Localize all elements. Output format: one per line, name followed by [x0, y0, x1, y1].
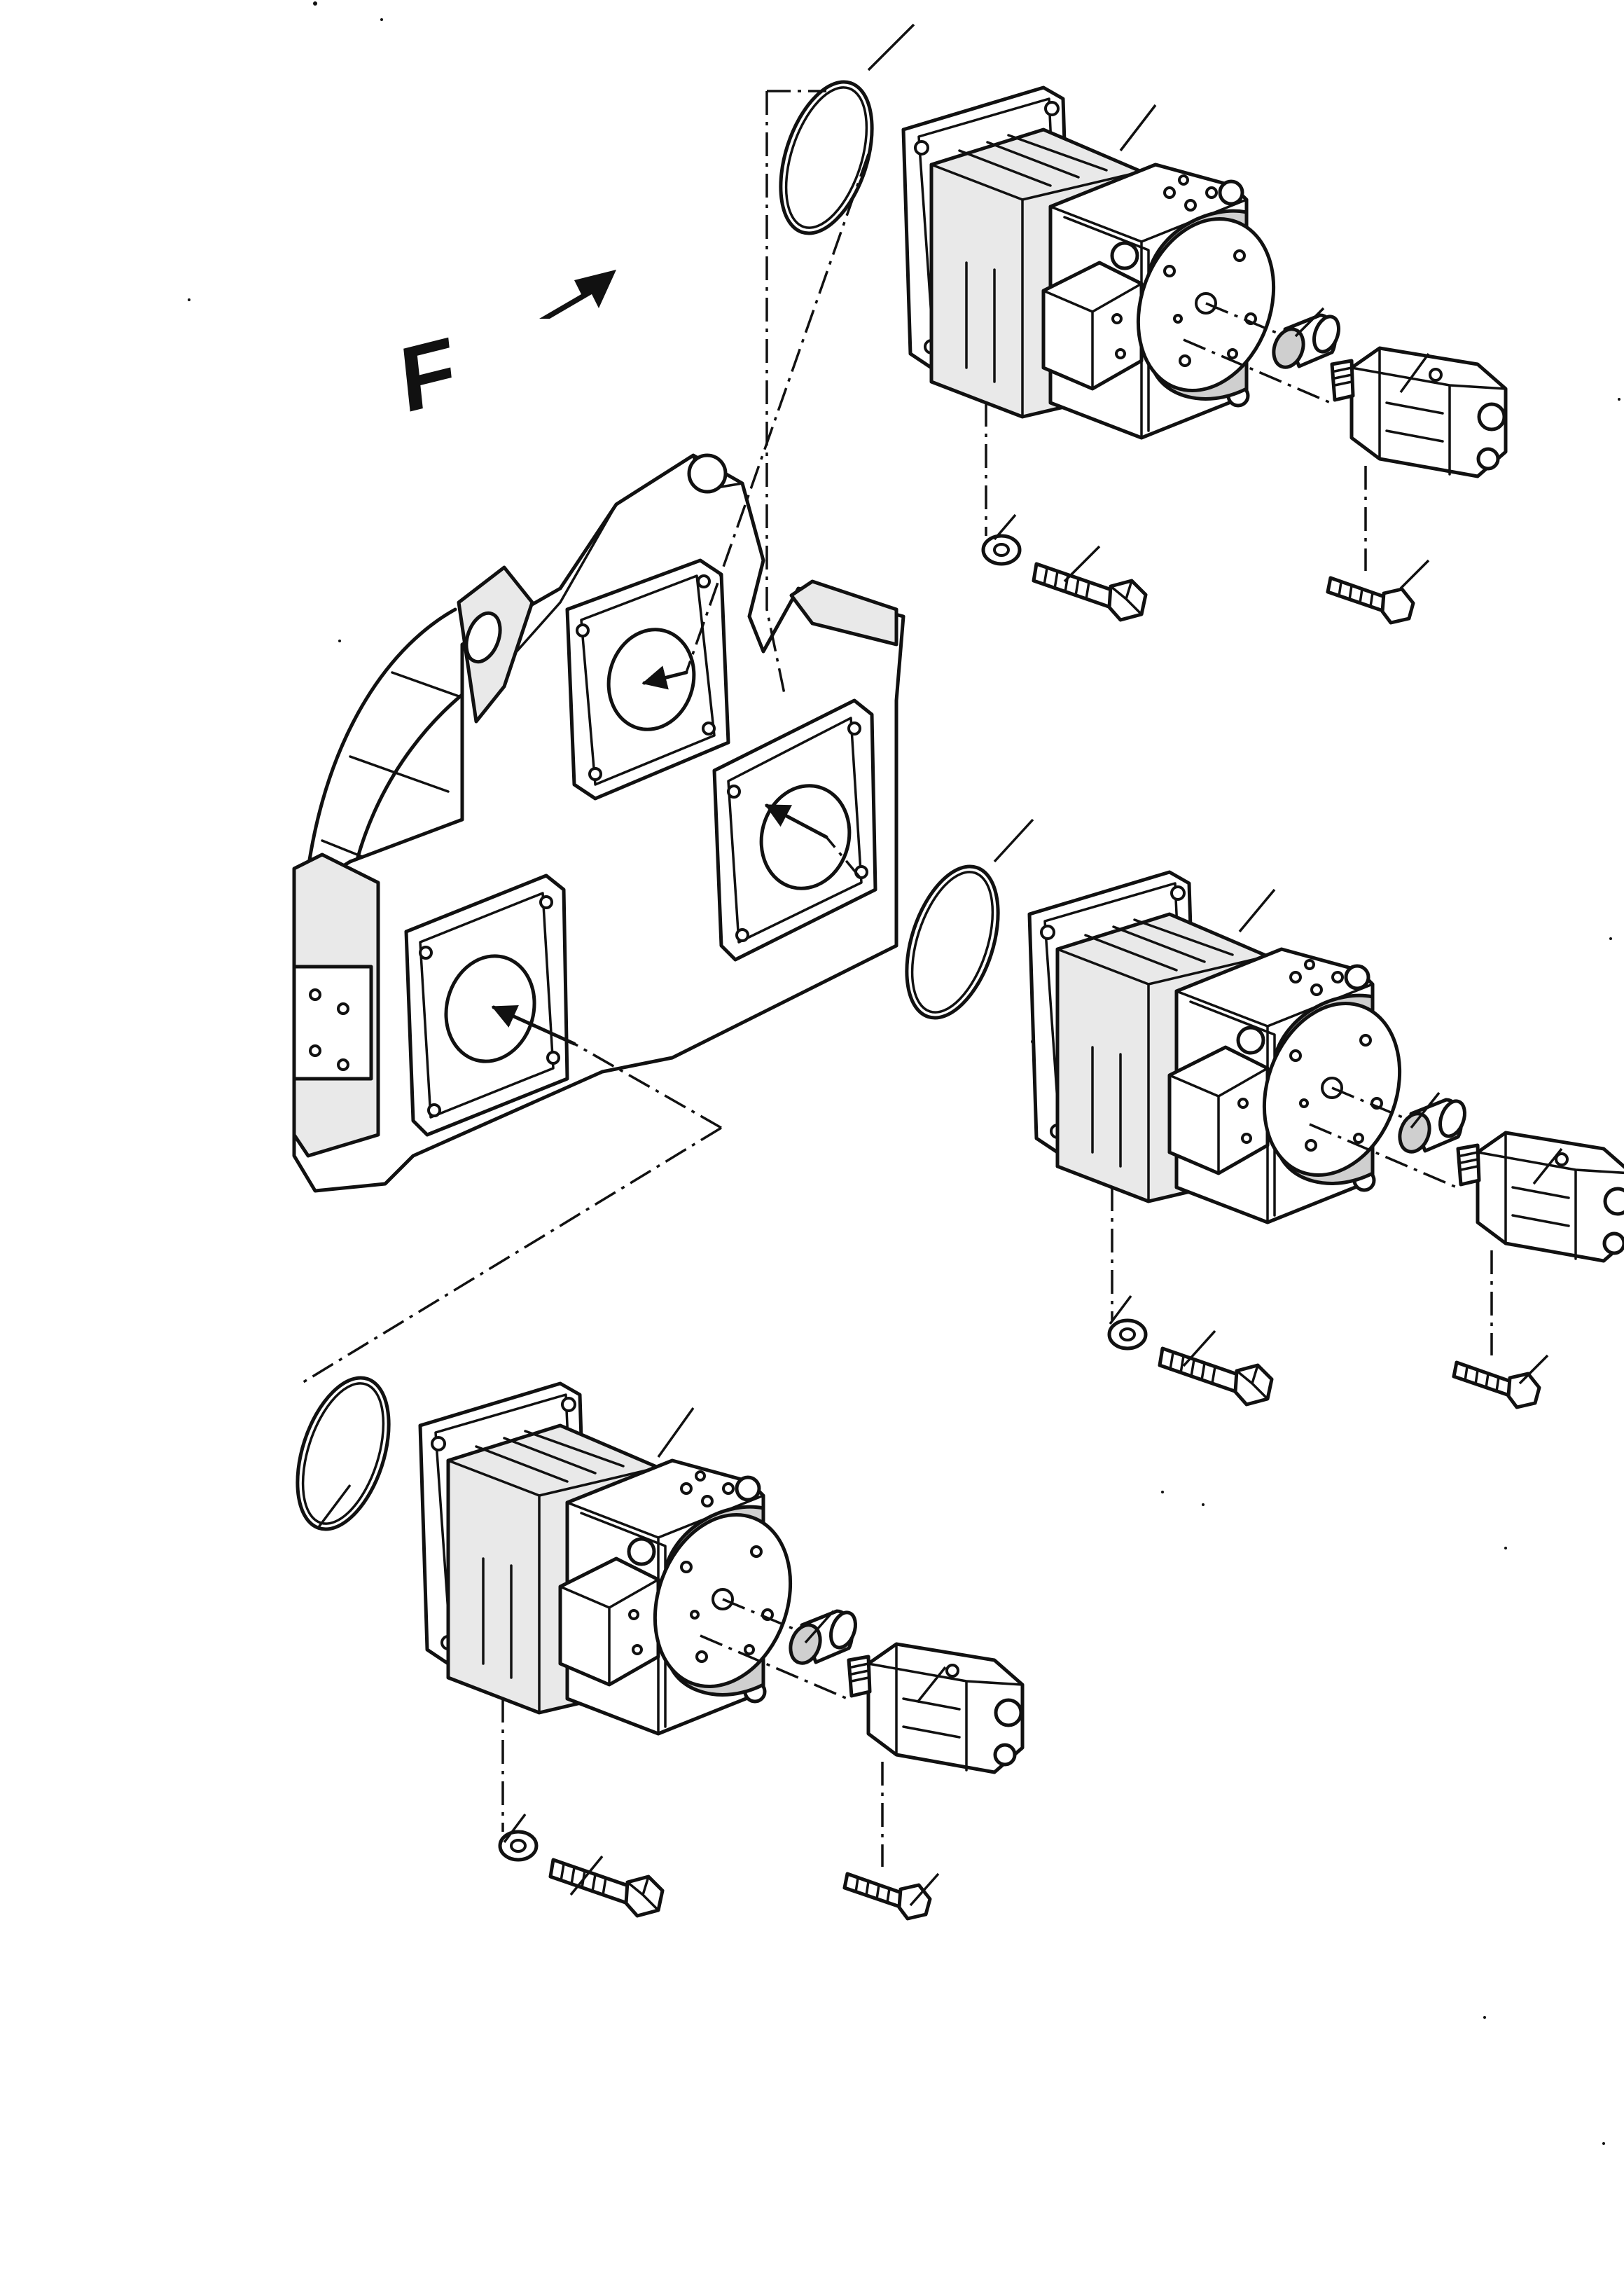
- housing: [292, 453, 905, 1193]
- print-specks: [188, 1, 1620, 2145]
- direction-marker: F: [396, 270, 616, 433]
- mounting-pad-right: [712, 698, 877, 962]
- pump-assembly-upper: [763, 71, 1506, 623]
- pump-assembly-middle: [889, 855, 1624, 1407]
- direction-letter: F: [396, 317, 460, 433]
- mounting-pad-lower: [404, 874, 569, 1137]
- arrow-icon: [539, 270, 616, 319]
- callout-leaders: [317, 23, 1563, 1907]
- assembly-lines: [300, 90, 870, 1385]
- pump-assembly-lower: [280, 1367, 1022, 1919]
